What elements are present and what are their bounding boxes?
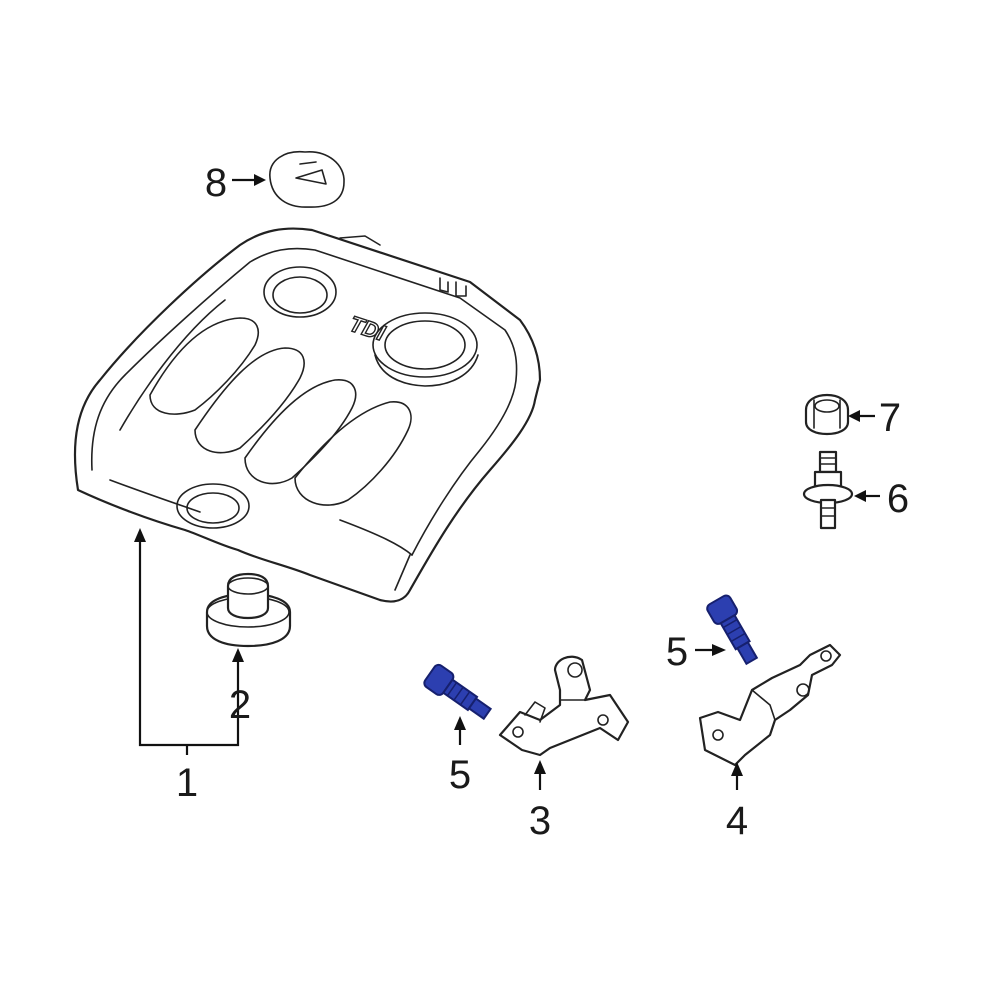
part-1-engine-cover: TDI <box>73 227 542 603</box>
leader-6 <box>854 490 880 502</box>
leader-1 <box>134 528 244 755</box>
part-4-bracket <box>698 643 842 767</box>
part-3-bracket <box>498 655 630 757</box>
callout-7: 7 <box>879 396 901 440</box>
callout-5-right: 5 <box>666 630 688 674</box>
leader-5-right <box>695 644 726 656</box>
callout-6: 6 <box>887 477 909 521</box>
part-5-bolt-right <box>706 594 759 666</box>
callout-2: 2 <box>229 683 251 727</box>
leader-7 <box>848 410 875 422</box>
callout-3: 3 <box>529 799 551 843</box>
leader-4 <box>731 762 743 790</box>
part-8-emblem <box>269 151 345 208</box>
leader-3 <box>534 760 546 790</box>
callout-5-left: 5 <box>449 753 471 797</box>
leader-8 <box>232 174 266 186</box>
callout-8: 8 <box>205 161 227 205</box>
leader-5-left <box>454 716 466 745</box>
part-2-grommet <box>205 572 292 648</box>
callout-4: 4 <box>726 799 748 843</box>
part-7-bushing <box>804 393 850 436</box>
part-5-bolt-left <box>423 663 493 721</box>
part-6-stud <box>802 450 854 530</box>
callout-1: 1 <box>176 761 198 805</box>
